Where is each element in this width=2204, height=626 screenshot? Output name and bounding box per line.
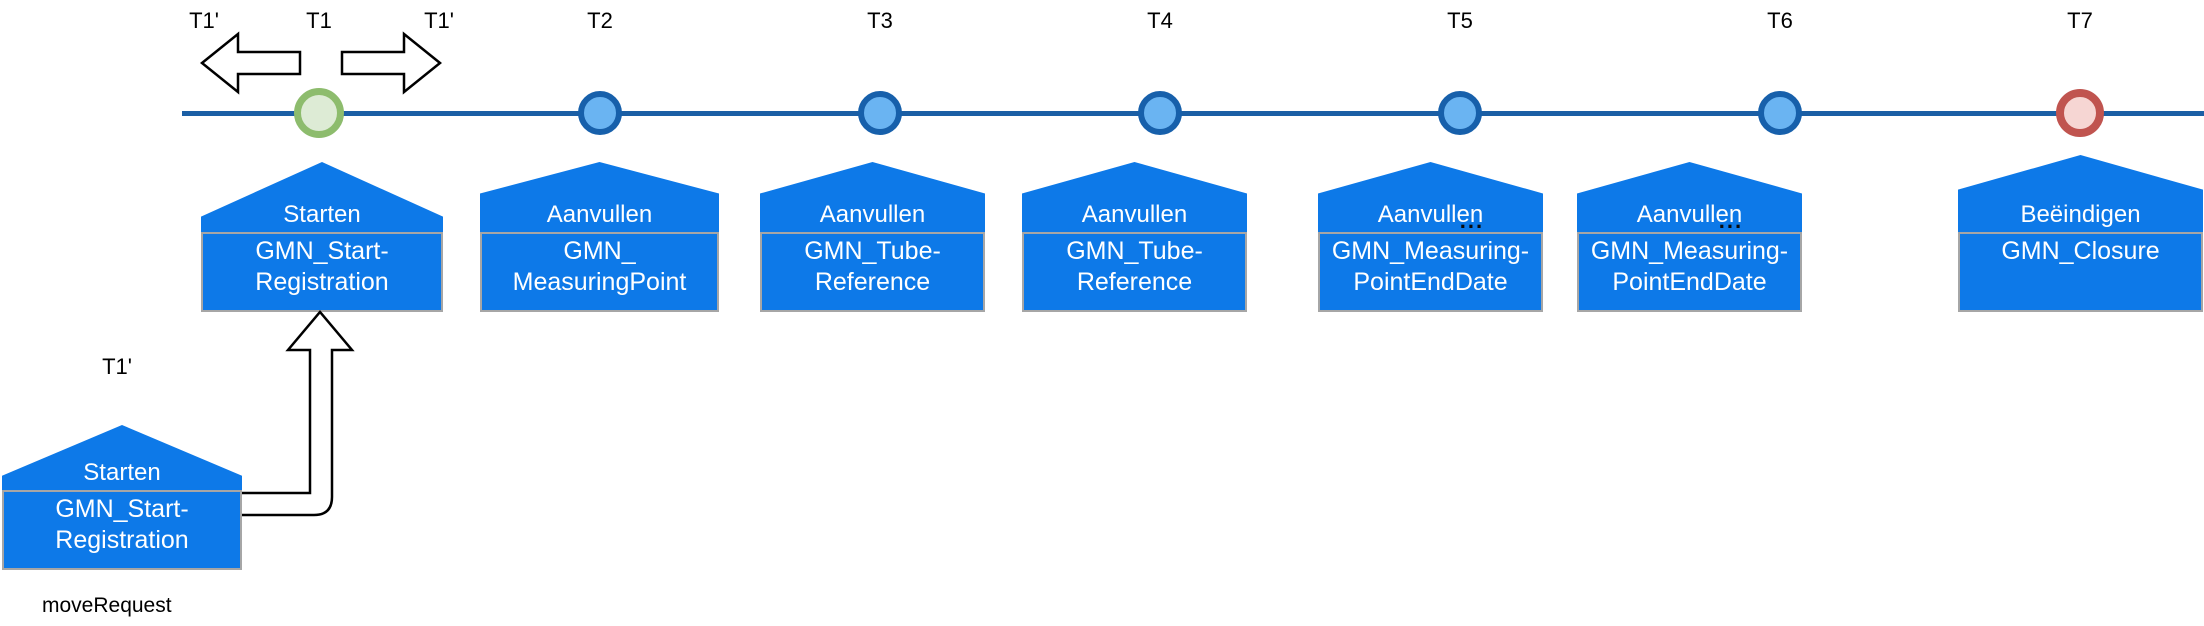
event-marker-t4: Aanvullen GMN_Tube- Reference: [1022, 162, 1247, 312]
object-line: GMN_: [563, 237, 636, 265]
tick-label-t3: T3: [867, 8, 893, 33]
tick-label-t2: T2: [587, 8, 613, 33]
tick-label-t1: T1: [306, 8, 332, 33]
event-action-label: Aanvullen: [480, 162, 719, 232]
object-line: GMN_Start-: [55, 495, 189, 523]
move-ghost-label: T1': [102, 354, 132, 379]
move-right-label: T1': [424, 8, 454, 33]
ellipsis-text: ...: [1459, 208, 1485, 233]
object-line: GMN_Closure: [2001, 237, 2160, 265]
action-text: Aanvullen: [1081, 201, 1188, 228]
object-line: Reference: [814, 268, 931, 296]
event-marker-t5: Aanvullen ... GMN_Measuring- PointEndDat…: [1318, 162, 1543, 312]
timeline-node-t4: [1138, 91, 1182, 135]
move-right-arrow-icon: [340, 31, 442, 95]
event-action-label: Starten: [2, 425, 242, 490]
timeline-node-t1: [294, 88, 344, 138]
object-line: GMN_Tube-: [804, 237, 941, 265]
timeline-node-t2: [578, 91, 622, 135]
event-object-name: GMN_Closure: [1958, 232, 2203, 312]
tick-label-t7: T7: [2067, 8, 2093, 33]
tick-label-t5: T5: [1447, 8, 1473, 33]
event-marker-t3: Aanvullen GMN_Tube- Reference: [760, 162, 985, 312]
action-text: Starten: [83, 459, 161, 486]
timeline-node-t7: [2056, 89, 2104, 137]
event-object-name: GMN_Start- Registration: [201, 232, 443, 312]
timeline-line: [182, 111, 2204, 116]
event-object-name: GMN_Tube- Reference: [1022, 232, 1247, 312]
ellipsis-text: ...: [1718, 208, 1744, 233]
object-line: GMN_Measuring-: [1590, 237, 1789, 265]
event-action-label: Aanvullen ...: [1577, 162, 1802, 232]
event-action-label: Aanvullen: [1022, 162, 1247, 232]
tick-label-t6: T6: [1767, 8, 1793, 33]
move-request-arrow-icon: [242, 310, 355, 517]
action-text: Aanvullen: [1636, 201, 1743, 228]
action-text: Aanvullen: [546, 201, 653, 228]
event-object-name: GMN_Measuring- PointEndDate: [1577, 232, 1802, 312]
object-line: PointEndDate: [1612, 268, 1767, 296]
move-left-label: T1': [189, 8, 219, 33]
event-action-label: Aanvullen ...: [1318, 162, 1543, 232]
object-line: MeasuringPoint: [512, 268, 687, 296]
event-object-name: GMN_ MeasuringPoint: [480, 232, 719, 312]
object-line: Registration: [255, 268, 389, 296]
move-request-caption: moveRequest: [42, 594, 172, 617]
object-line: GMN_Start-: [255, 237, 389, 265]
event-action-label: Aanvullen: [760, 162, 985, 232]
event-object-name: GMN_Measuring- PointEndDate: [1318, 232, 1543, 312]
object-line: PointEndDate: [1353, 268, 1508, 296]
event-object-name: GMN_Tube- Reference: [760, 232, 985, 312]
event-marker-t2: Aanvullen GMN_ MeasuringPoint: [480, 162, 719, 312]
action-text: Beëindigen: [2020, 201, 2141, 228]
event-marker-t1: Starten GMN_Start- Registration: [201, 162, 443, 312]
timeline-node-t6: [1758, 91, 1802, 135]
event-action-label: Starten: [201, 162, 443, 232]
action-text: Starten: [283, 201, 361, 228]
action-text: Aanvullen: [819, 201, 926, 228]
action-text: Aanvullen: [1377, 201, 1484, 228]
object-line: GMN_Tube-: [1066, 237, 1203, 265]
event-marker-t6: Aanvullen ... GMN_Measuring- PointEndDat…: [1577, 162, 1802, 312]
object-line: GMN_Measuring-: [1331, 237, 1530, 265]
object-line: Reference: [1076, 268, 1193, 296]
timeline-node-t5: [1438, 91, 1482, 135]
timeline-node-t3: [858, 91, 902, 135]
tick-label-t4: T4: [1147, 8, 1173, 33]
event-action-label: Beëindigen: [1958, 155, 2203, 232]
move-left-arrow-icon: [200, 31, 302, 95]
event-marker-t7: Beëindigen GMN_Closure: [1958, 155, 2203, 312]
event-object-name: GMN_Start- Registration: [2, 490, 242, 570]
moved-event-marker: Starten GMN_Start- Registration: [2, 425, 242, 570]
object-line: Registration: [55, 526, 189, 554]
